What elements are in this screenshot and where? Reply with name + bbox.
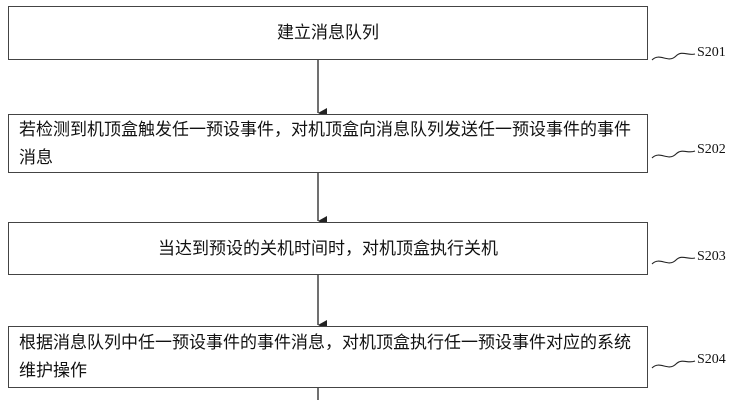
leader-s204: [651, 360, 696, 369]
step-text-s203: 当达到预设的关机时间时，对机顶盒执行关机: [158, 238, 498, 259]
leader-s201: [651, 52, 696, 61]
step-text-s201: 建立消息队列: [277, 23, 379, 43]
step-box-s202: 若检测到机顶盒触发任一预设事件，对机顶盒向消息队列发送任一预设事件的事件消息: [8, 114, 648, 173]
step-text-s202: 若检测到机顶盒触发任一预设事件，对机顶盒向消息队列发送任一预设事件的事件消息: [19, 119, 631, 168]
leader-s203: [651, 256, 696, 265]
step-label-s201: S201: [697, 45, 726, 60]
step-text-s204: 根据消息队列中任一预设事件的事件消息，对机顶盒执行任一预设事件对应的系统维护操作: [19, 333, 631, 381]
step-label-s203: S203: [697, 249, 726, 264]
step-box-s201: 建立消息队列: [8, 6, 648, 60]
leader-s202: [651, 150, 696, 159]
step-box-s204: 根据消息队列中任一预设事件的事件消息，对机顶盒执行任一预设事件对应的系统维护操作: [8, 326, 648, 388]
step-label-s204: S204: [697, 352, 726, 367]
step-label-s202: S202: [697, 142, 726, 157]
step-box-s203: 当达到预设的关机时间时，对机顶盒执行关机: [8, 222, 648, 275]
